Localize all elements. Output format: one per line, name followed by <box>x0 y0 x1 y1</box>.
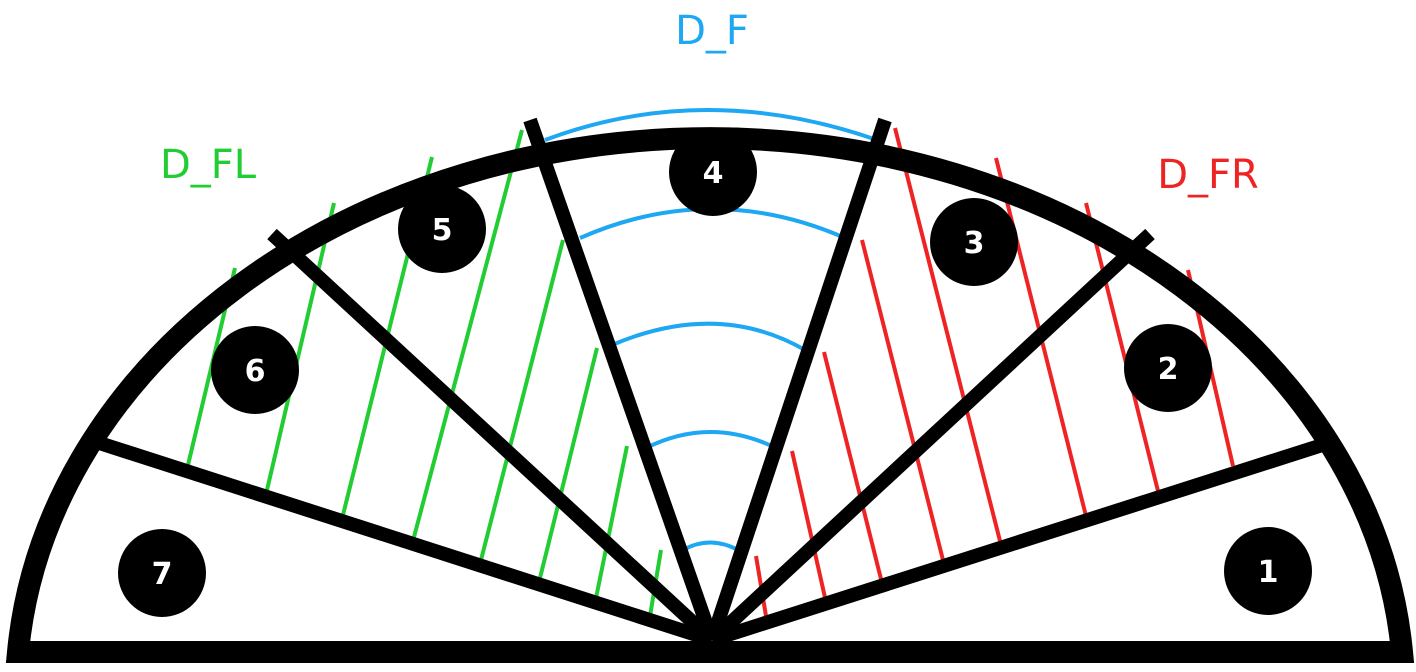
sector-number: 2 <box>1158 352 1179 387</box>
sector-badge-4: 4 <box>669 128 757 216</box>
zone-label-front-left: D_FL <box>160 142 257 188</box>
sector-number: 5 <box>432 213 453 248</box>
sector-number: 6 <box>245 354 266 389</box>
sector-badge-2: 2 <box>1124 324 1212 412</box>
sector-number: 1 <box>1258 555 1279 590</box>
zone-label-front: D_F <box>675 8 749 54</box>
sector-number: 7 <box>152 557 173 592</box>
sector-badge-6: 6 <box>211 326 299 414</box>
sector-number: 3 <box>964 226 985 261</box>
sector-badge-7: 7 <box>118 529 206 617</box>
sector-badge-5: 5 <box>398 185 486 273</box>
sector-badges: 1 2 3 4 5 6 7 <box>118 128 1312 617</box>
zone-label-front-right: D_FR <box>1157 152 1259 198</box>
sector-dividers <box>87 117 1341 647</box>
sector-badge-1: 1 <box>1224 527 1312 615</box>
front-right-hatch <box>754 127 1235 623</box>
sector-badge-3: 3 <box>930 198 1018 286</box>
sector-number: 4 <box>703 156 724 191</box>
